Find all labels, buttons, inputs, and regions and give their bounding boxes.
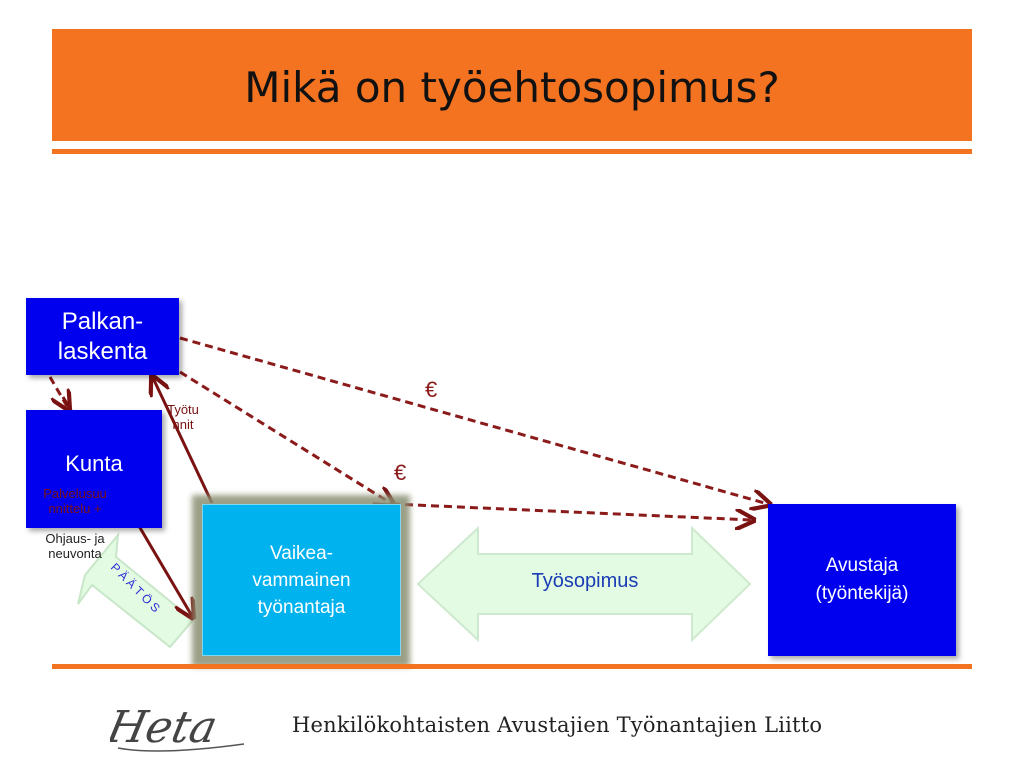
kunta-box: Kunta <box>26 410 162 528</box>
tyosopimus-arrow <box>416 525 752 643</box>
avustaja-box: Avustaja (työntekijä) <box>768 504 956 656</box>
heta-logo: Heta <box>110 702 245 753</box>
avustaja-label: Avustaja (työntekijä) <box>815 555 909 604</box>
palkanlaskenta-label: Palkan- laskenta <box>57 307 148 365</box>
svg-text:Heta: Heta <box>110 702 222 752</box>
euro-symbol-2: € <box>394 460 407 485</box>
ohjaus-label: Ohjaus- ja neuvonta <box>45 531 105 561</box>
employer-box: Vaikea- vammainen työnantaja <box>202 504 401 656</box>
euro-flow-to-employer <box>179 370 392 504</box>
bottom-divider <box>52 664 972 669</box>
euro-flow-to-avustaja <box>179 336 768 504</box>
palvelusuunnittelu-label: Palvelusuu nnittelu + <box>43 486 107 516</box>
paatos-label: PÄÄTÖS <box>108 560 165 617</box>
euro-symbol-1: € <box>425 377 438 402</box>
employer-to-avustaja-flow <box>391 502 752 520</box>
top-divider <box>52 149 972 154</box>
slide-title: Mikä on työehtosopimus? <box>244 62 780 112</box>
title-bar: Mikä on työehtosopimus? <box>52 29 972 141</box>
organization-name: Henkilökohtaisten Avustajien Työnantajie… <box>292 713 823 737</box>
tyotunnit-arrow <box>153 378 214 504</box>
tyotunnit-label: Työtu nnit <box>167 402 199 432</box>
kunta-label: Kunta <box>65 451 123 476</box>
employer-label: Vaikea- vammainen työnantaja <box>252 542 351 618</box>
palkanlaskenta-box: Palkan- laskenta <box>26 298 179 375</box>
paatos-arrow <box>77 531 195 649</box>
tyosopimus-label: Työsopimus <box>531 570 639 592</box>
